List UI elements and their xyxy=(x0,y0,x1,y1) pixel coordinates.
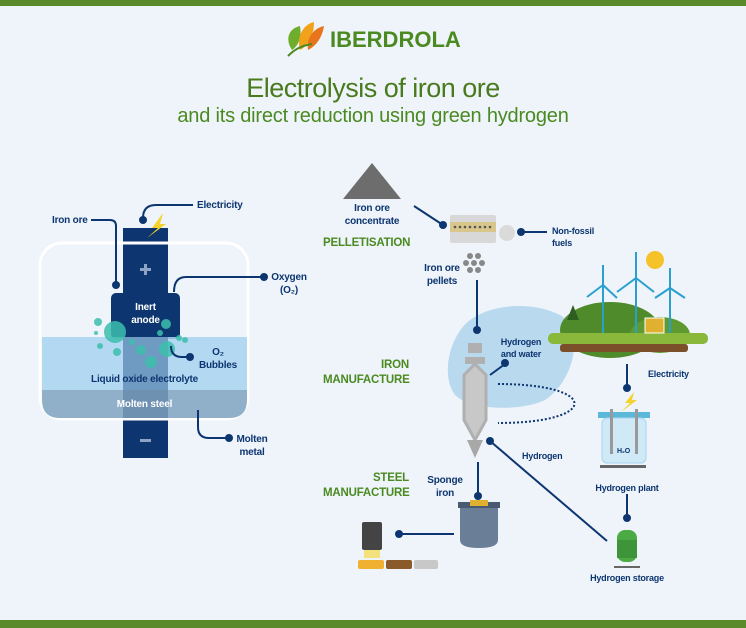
pelletiser-icon xyxy=(450,215,515,243)
stage-steel-manufacture: STEEL MANUFACTURE xyxy=(323,471,410,501)
label-sponge: Sponge xyxy=(427,475,463,486)
stage-pelletisation: PELLETISATION xyxy=(323,237,411,249)
label-pellets-line1: Iron ore xyxy=(424,263,460,274)
label-electricity-right: Electricity xyxy=(648,369,689,379)
label-iron: iron xyxy=(435,488,455,499)
bottom-accent-bar xyxy=(0,620,746,628)
stage-steel-line2: MANUFACTURE xyxy=(323,487,410,499)
label-o2-bubbles: O₂ Bubbles xyxy=(196,346,240,372)
stage-steel-line1: STEEL xyxy=(372,472,409,484)
renewable-land-icon xyxy=(548,251,708,358)
cell-container xyxy=(38,241,250,421)
label-o2: O₂ xyxy=(212,347,224,358)
label-concentrate-line2: concentrate xyxy=(344,216,400,227)
ladle-icon xyxy=(458,500,500,548)
hydrogen-storage-icon xyxy=(614,530,640,568)
label-bubbles: Bubbles xyxy=(198,360,238,371)
ore-pile-icon xyxy=(343,163,401,199)
hydrogen-recycle-loop xyxy=(497,383,576,424)
label-sponge-iron: Sponge iron xyxy=(425,474,465,500)
label-pellets-line2: pellets xyxy=(426,276,458,287)
label-iron-ore-concentrate: Iron ore concentrate xyxy=(336,202,408,228)
label-molten-metal: Molten metal xyxy=(234,433,270,459)
pellets-icon xyxy=(463,253,485,273)
shaft-furnace-icon xyxy=(462,343,488,458)
molten-steel-layer xyxy=(42,390,247,418)
label-electrolyte: Liquid oxide electrolyte xyxy=(91,374,198,385)
label-hydrogen-storage: Hydrogen storage xyxy=(590,573,664,583)
label-non-fossil: Non-fossil xyxy=(552,226,594,236)
page-subtitle: and its direct reduction using green hyd… xyxy=(177,105,569,127)
label-non-fossil-fuels: Non-fossil fuels xyxy=(552,225,594,249)
reduction-process xyxy=(343,163,708,569)
label-h2o: H₂O xyxy=(617,448,631,455)
label-hw-line1: Hydrogen xyxy=(500,337,542,347)
label-inert-anode: Inert anode xyxy=(111,301,180,327)
stage-iron-manufacture: IRON MANUFACTURE xyxy=(323,358,410,388)
electrolysis-cell xyxy=(38,204,268,458)
label-molten: Molten xyxy=(236,434,268,445)
label-hw-line2: and water xyxy=(500,349,542,359)
label-oxygen-line1: Oxygen xyxy=(271,272,307,283)
label-electricity-left: Electricity xyxy=(197,200,243,211)
brand-name: IBERDROLA xyxy=(330,27,461,52)
stage-iron-line2: MANUFACTURE xyxy=(323,374,410,386)
label-concentrate-line1: Iron ore xyxy=(354,203,390,214)
label-hydrogen-and-water: Hydrogen and water xyxy=(497,336,545,360)
electrolyte-layer xyxy=(42,337,247,390)
label-oxygen: Oxygen (O₂) xyxy=(268,271,310,297)
hydrogen-plant-icon xyxy=(598,392,650,468)
page-title: Electrolysis of iron ore xyxy=(246,73,500,103)
stage-iron-line1: IRON xyxy=(381,359,409,371)
top-accent-bar xyxy=(0,0,746,6)
label-metal: metal xyxy=(239,447,265,458)
label-inert: Inert xyxy=(135,302,156,313)
label-hydrogen: Hydrogen xyxy=(522,451,563,461)
label-hydrogen-plant: Hydrogen plant xyxy=(595,483,659,493)
label-molten-steel: Molten steel xyxy=(116,399,173,410)
label-iron-ore-pellets: Iron ore pellets xyxy=(420,262,464,288)
label-anode: anode xyxy=(131,315,160,326)
lightning-icon xyxy=(621,392,637,412)
iberdrola-logo-icon xyxy=(287,22,324,57)
oxygen-bubbles xyxy=(94,318,188,368)
label-iron-ore: Iron ore xyxy=(52,215,88,226)
steel-furnace-icon xyxy=(358,522,438,569)
lightning-icon xyxy=(147,213,166,238)
label-fuels: fuels xyxy=(552,238,573,248)
label-oxygen-line2: (O₂) xyxy=(279,285,299,296)
